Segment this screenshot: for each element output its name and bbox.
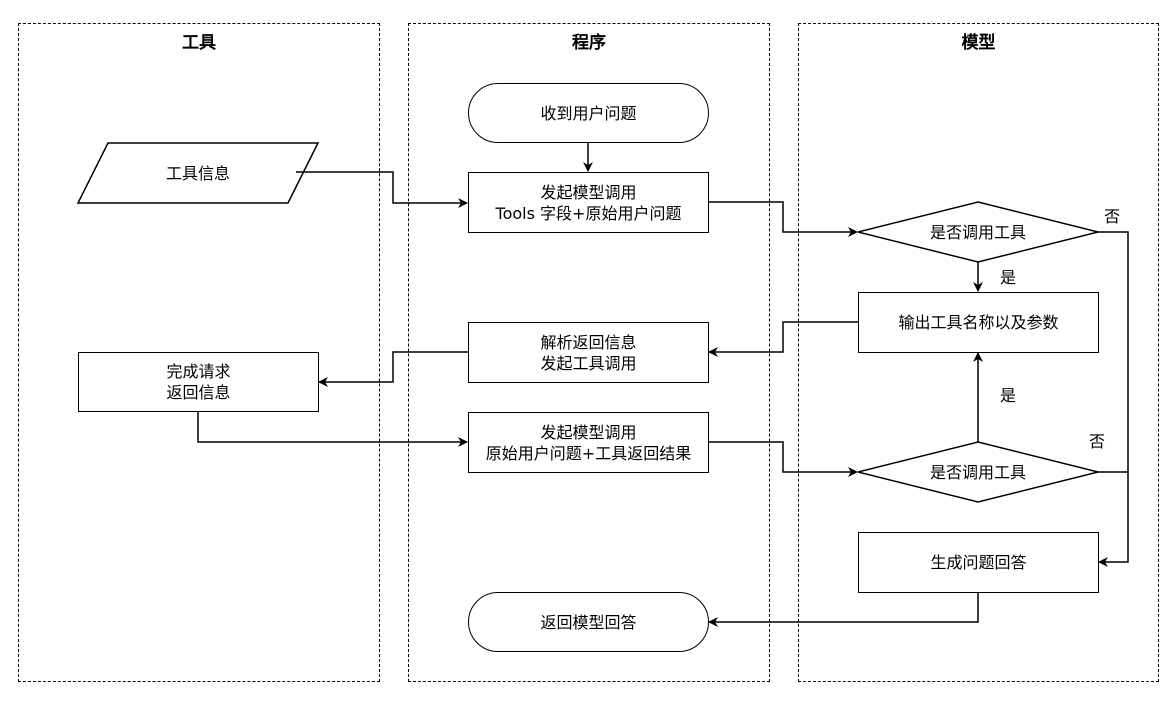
call-model-2-line1: 发起模型调用	[540, 422, 637, 442]
edge-generate-to-return	[708, 592, 979, 627]
parse-return-line2: 发起工具调用	[540, 353, 637, 373]
lane-title-program: 程序	[572, 33, 606, 53]
edge-output-to-parse	[708, 321, 858, 357]
lane-title-tool: 工具	[182, 33, 216, 53]
edge-label-yes-1: 是	[1000, 268, 1017, 287]
complete-request-node: 完成请求 返回信息	[78, 352, 319, 412]
return-answer-node: 返回模型回答	[468, 592, 709, 652]
edge-complete-to-call2	[197, 412, 468, 447]
parse-return-line1: 解析返回信息	[540, 332, 637, 352]
decision-2-shape	[857, 441, 1099, 503]
edge-label-no-1: 否	[1104, 207, 1121, 226]
decision-1-node: 是否调用工具	[929, 222, 1026, 242]
lane-tool	[18, 23, 380, 682]
call-model-2-line2: 原始用户问题+工具返回结果	[485, 443, 692, 463]
edge-call1-to-decision1	[708, 201, 858, 237]
edge-label-no-2: 否	[1089, 432, 1106, 451]
call-model-2-node: 发起模型调用 原始用户问题+工具返回结果	[468, 412, 709, 473]
complete-request-line1: 完成请求	[166, 362, 231, 381]
output-tool-node: 输出工具名称以及参数	[858, 292, 1099, 353]
edge-label-yes-2: 是	[1000, 386, 1017, 405]
lane-title-model: 模型	[961, 33, 996, 53]
call-model-1-line2: Tools 字段+原始用户问题	[495, 203, 682, 223]
edge-toolinfo-to-call1	[296, 171, 468, 208]
tool-info-shape	[76, 142, 320, 204]
call-model-1-node: 发起模型调用 Tools 字段+原始用户问题	[468, 172, 709, 233]
tool-info-node: 工具信息	[165, 163, 230, 183]
edge-call2-to-decision2	[708, 441, 858, 477]
complete-request-line2: 返回信息	[166, 383, 231, 402]
generate-answer-node: 生成问题回答	[858, 532, 1099, 593]
call-model-1-line1: 发起模型调用	[540, 182, 637, 202]
decision-2-node: 是否调用工具	[929, 462, 1026, 482]
lane-model	[798, 23, 1159, 682]
receive-question-node: 收到用户问题	[468, 83, 709, 143]
edge-decision1-no	[1098, 231, 1129, 567]
parse-return-node: 解析返回信息 发起工具调用	[468, 322, 709, 383]
edge-parse-to-complete	[318, 351, 468, 387]
